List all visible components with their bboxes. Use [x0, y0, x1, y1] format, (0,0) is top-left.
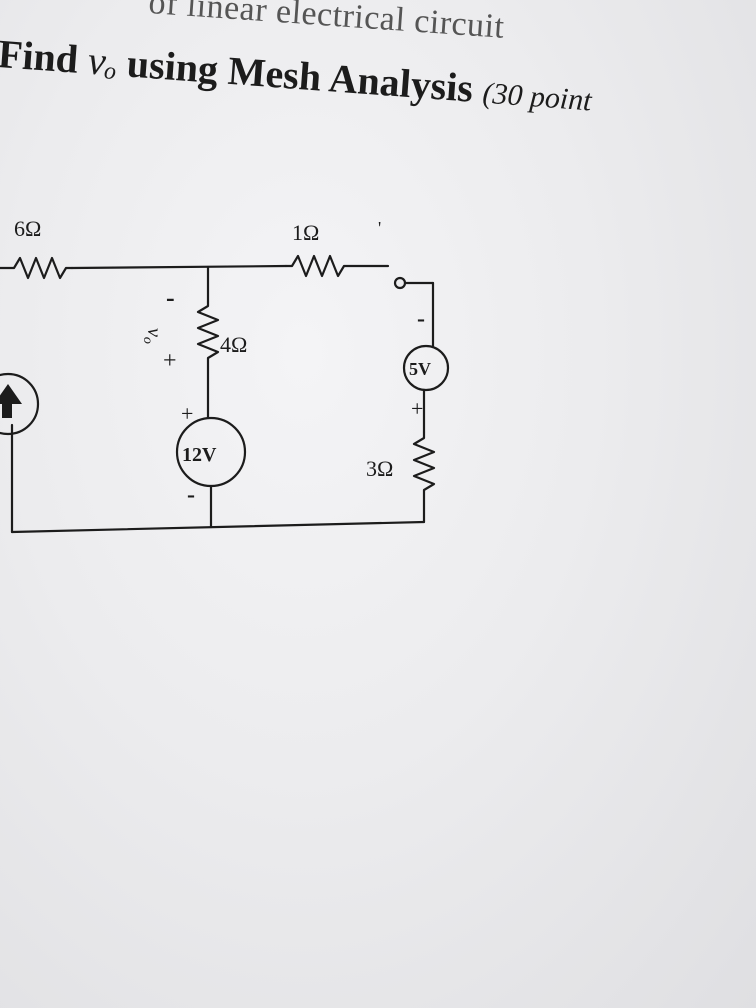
- label-3-ohm: 3Ω: [366, 456, 393, 481]
- label-12v: 12V: [182, 444, 217, 466]
- vo-minus-sign: -: [166, 283, 175, 312]
- src12-minus-sign: -: [187, 482, 195, 508]
- src5-minus-sign: -: [417, 306, 425, 332]
- vo-plus-sign: +: [163, 348, 177, 374]
- label-vo-main: v: [143, 328, 165, 337]
- src12-plus-sign: +: [181, 401, 193, 426]
- resistor-6-ohm: [0, 256, 74, 280]
- left-source-arrow-icon: [0, 384, 22, 404]
- terminal-node: [393, 276, 407, 290]
- label-vo-sub: o: [140, 337, 155, 344]
- source-5v: [402, 344, 450, 392]
- label-6-ohm: 6Ω: [14, 216, 41, 241]
- label-vo: vo: [140, 328, 165, 344]
- src5-plus-sign: +: [411, 396, 423, 421]
- left-current-source: [0, 372, 40, 436]
- top-wire-left: [70, 264, 288, 270]
- label-5v: 5V: [409, 359, 431, 379]
- resistor-4-ohm: [196, 300, 220, 420]
- resistor-1-ohm: [284, 254, 390, 278]
- label-4-ohm: 4Ω: [220, 332, 247, 357]
- stray-tick-mark: ': [378, 218, 381, 238]
- left-source-arrow-stem: [2, 404, 12, 418]
- resistor-3-ohm: [412, 430, 436, 524]
- label-1-ohm: 1Ω: [292, 220, 319, 245]
- bottom-wire: [10, 520, 426, 534]
